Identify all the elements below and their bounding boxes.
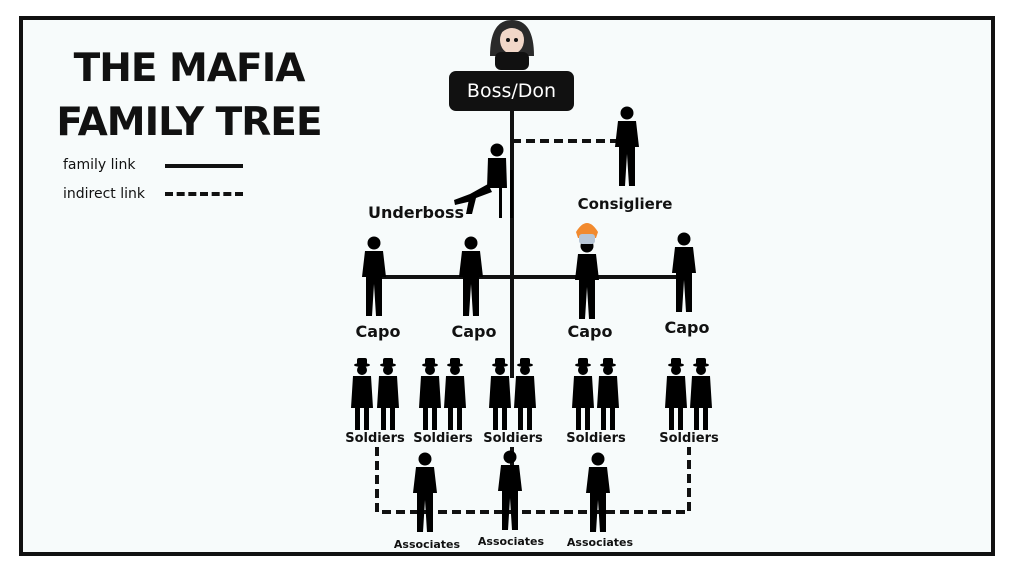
associate-figure-1	[413, 452, 437, 532]
associates-label-3: Associates	[567, 536, 634, 549]
capo-label-3: Capo	[568, 322, 613, 341]
capo-label-2: Capo	[452, 322, 497, 341]
consigliere-figure	[615, 106, 639, 186]
family-links	[376, 108, 684, 378]
capo-figure-4	[672, 232, 696, 312]
legend-family-label: family link	[63, 157, 136, 173]
legend-solid-line	[165, 164, 243, 168]
capo-figure-2	[459, 236, 483, 316]
diagram-title: THE MAFIA FAMILY TREE	[44, 42, 334, 150]
title-line-1: THE MAFIA	[73, 46, 306, 91]
associates-label-1: Associates	[394, 538, 461, 551]
capo-figure-3	[575, 223, 599, 319]
associate-figure-3	[586, 452, 610, 532]
legend-indirect-label: indirect link	[63, 186, 145, 202]
soldiers-label-5: Soldiers	[659, 431, 719, 446]
boss-don-label: Boss/Don	[466, 80, 557, 102]
soldier-figures	[351, 358, 712, 430]
associates-label-2: Associates	[478, 535, 545, 548]
title-line-2: FAMILY TREE	[56, 100, 322, 145]
consigliere-label: Consigliere	[578, 195, 673, 213]
soldiers-label-3: Soldiers	[483, 431, 543, 446]
soldiers-label-4: Soldiers	[566, 431, 626, 446]
legend-dashed-line	[165, 192, 243, 196]
associate-figure-2	[498, 450, 522, 530]
underboss-figure	[454, 143, 513, 218]
underboss-label: Underboss	[368, 203, 464, 222]
boss-don-box: Boss/Don	[449, 71, 574, 111]
capo-label-1: Capo	[356, 322, 401, 341]
boss-avatar	[490, 20, 534, 70]
capo-label-4: Capo	[665, 318, 710, 337]
soldiers-label-1: Soldiers	[345, 431, 405, 446]
capo-figure-1	[362, 236, 386, 316]
soldiers-label-2: Soldiers	[413, 431, 473, 446]
